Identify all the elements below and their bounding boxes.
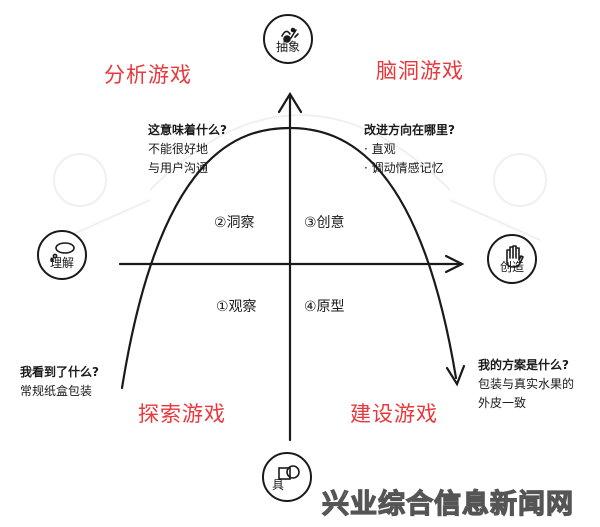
note-top-left-line-1: 不能很好地 (148, 142, 209, 156)
geometric-shapes-icon (278, 465, 300, 480)
vertical-axis-arrowhead (277, 91, 303, 114)
note-top-right: 改进方向在哪里? · 直观 · 调动情感记忆 (364, 121, 455, 178)
thought-bubble-icon (50, 242, 75, 262)
node-create: 创造 (487, 234, 537, 284)
note-top-left-line-2: 与用户沟通 (148, 161, 209, 175)
note-top-left: 这意味着什么? 不能很好地 与用户沟通 (148, 121, 227, 178)
horizontal-axis-arrowhead (444, 254, 465, 274)
step-insight: ②洞察 (214, 215, 255, 231)
note-bottom-left: 我看到了什么? 常规纸盒包装 (20, 363, 99, 401)
step-observe: ①观察 (216, 299, 257, 315)
quadrant-title-brainstorm: 脑洞游戏 (376, 59, 464, 83)
note-bottom-right-question: 我的方案是什么? (478, 358, 569, 372)
node-concrete: 具 (262, 452, 312, 502)
note-bottom-left-question: 我看到了什么? (20, 365, 99, 379)
node-understand: 理解 (37, 230, 87, 280)
note-top-right-question: 改进方向在哪里? (364, 123, 455, 137)
node-create-label: 创造 (499, 260, 524, 274)
hand-icon (506, 245, 524, 268)
abstract-shapes-icon (281, 27, 299, 43)
note-top-left-question: 这意味着什么? (148, 123, 227, 137)
note-top-right-line-1: · 直观 (364, 142, 396, 156)
quadrant-title-analysis: 分析游戏 (104, 63, 192, 87)
quadrant-title-exploration: 探索游戏 (138, 402, 226, 426)
node-abstract-label: 抽象 (275, 40, 300, 54)
parabola-arrowhead (445, 364, 466, 387)
watermark-text: 兴业综合信息新闻网 (321, 488, 574, 520)
step-ideate: ③创意 (304, 215, 345, 231)
note-bottom-right: 我的方案是什么? 包装与真实水果的 外皮一致 (478, 356, 574, 413)
node-understand-label: 理解 (49, 256, 74, 270)
note-bottom-left-line-1: 常规纸盒包装 (20, 384, 93, 398)
note-top-right-line-2: · 调动情感记忆 (364, 161, 444, 175)
quadrant-title-construction: 建设游戏 (350, 402, 438, 426)
note-bottom-right-line-1: 包装与真实水果的 (478, 377, 575, 391)
step-prototype: ④原型 (304, 299, 345, 315)
note-bottom-right-line-2: 外皮一致 (478, 396, 527, 410)
node-abstract: 抽象 (263, 14, 313, 64)
parabola-curve (120, 126, 458, 390)
node-concrete-label: 具 (272, 478, 285, 492)
